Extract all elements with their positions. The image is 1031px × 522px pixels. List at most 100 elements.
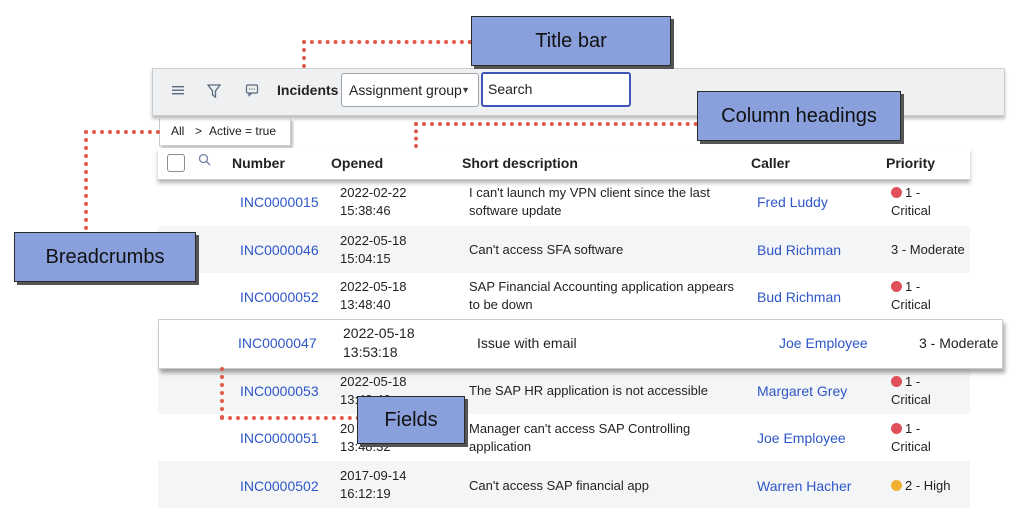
column-headings-callout-label: Column headings (721, 104, 877, 127)
column-short-description[interactable]: Short description (462, 155, 578, 171)
table-row[interactable]: INC0000047 2022-05-18 13:53:18 Issue wit… (158, 319, 1003, 369)
search-placeholder: Search (488, 81, 533, 97)
title-bar-connector (302, 40, 472, 44)
priority-label: Critical (891, 203, 931, 218)
priority: 1 - (891, 278, 920, 296)
chevron-down-icon: ▼ (461, 85, 470, 95)
caller-link[interactable]: Fred Luddy (757, 194, 828, 210)
column-number[interactable]: Number (232, 155, 285, 171)
priority-label: Critical (891, 297, 931, 312)
short-description: The SAP HR application is not accessible (469, 383, 708, 398)
short-description: Manager can't access SAP Controlling (469, 421, 691, 436)
filter-icon[interactable] (205, 83, 223, 101)
breadcrumbs-callout-label: Breadcrumbs (45, 245, 165, 268)
table-row[interactable]: INC0000052 2022-05-18 13:48:40 SAP Finan… (158, 273, 970, 320)
priority-value: 3 - Moderate (891, 242, 965, 257)
column-headings-connector (414, 122, 418, 148)
short-description-cont: to be down (469, 297, 533, 312)
short-description-cont: software update (469, 203, 562, 218)
priority-value: 3 - Moderate (919, 335, 999, 351)
fields-callout-label: Fields (384, 408, 438, 431)
comment-icon[interactable] (243, 83, 261, 101)
caller-link[interactable]: Warren Hacher (757, 478, 852, 494)
table-row[interactable]: INC0000015 2022-02-22 15:38:46 I can't l… (158, 179, 970, 226)
column-caller[interactable]: Caller (751, 155, 790, 171)
priority-value: 2 - High (905, 478, 951, 493)
incident-number[interactable]: INC0000502 (240, 478, 319, 494)
opened-date: 20 (340, 421, 355, 436)
critical-dot-icon (891, 423, 902, 434)
table-row[interactable]: INC0000051 20 13:48:32 Manager can't acc… (158, 414, 970, 461)
opened-date: 2022-05-18 (340, 279, 407, 294)
opened-date: 2022-05-18 (343, 325, 415, 341)
field-select-value: Assignment group (349, 82, 462, 98)
short-description: Can't access SAP financial app (469, 478, 650, 493)
breadcrumbs-callout: Breadcrumbs (14, 232, 196, 282)
priority-value: 1 - (905, 185, 921, 200)
incident-number[interactable]: INC0000015 (240, 194, 319, 210)
field-select[interactable]: Assignment group ▼ (341, 73, 479, 107)
breadcrumb: All > Active = true (159, 119, 291, 146)
opened-time: 13:48:40 (340, 297, 391, 312)
select-all-checkbox[interactable] (167, 154, 185, 172)
short-description: I can't launch my VPN client since the l… (469, 185, 710, 200)
opened-time: 13:53:18 (343, 344, 398, 360)
table-row[interactable]: INC0000502 2017-09-14 16:12:19 Can't acc… (158, 461, 970, 508)
caller-link[interactable]: Joe Employee (779, 335, 868, 351)
priority: 2 - High (891, 477, 951, 495)
short-description: Issue with email (477, 335, 577, 351)
opened-time: 15:38:46 (340, 203, 391, 218)
column-priority[interactable]: Priority (886, 155, 936, 171)
priority: 1 - (891, 184, 920, 202)
priority: 1 - (891, 420, 920, 438)
priority-label: Critical (891, 439, 931, 454)
priority-value: 1 - (905, 279, 921, 294)
fields-connector (220, 416, 360, 420)
incident-number[interactable]: INC0000052 (240, 289, 319, 305)
short-description-cont: application (469, 439, 532, 454)
critical-dot-icon (891, 376, 902, 387)
search-icon[interactable] (198, 153, 211, 169)
column-opened[interactable]: Opened (331, 155, 384, 171)
priority-value: 1 - (905, 374, 921, 389)
column-headings-connector (414, 122, 698, 126)
search-input[interactable]: Search (481, 72, 631, 107)
opened-date: 2017-09-14 (340, 468, 407, 483)
opened-date: 2022-05-18 (340, 233, 407, 248)
priority-value: 1 - (905, 421, 921, 436)
priority-label: Critical (891, 392, 931, 407)
breadcrumbs-connector (84, 130, 88, 230)
fields-connector (220, 367, 224, 419)
opened-date: 2022-05-18 (340, 374, 407, 389)
priority: 1 - (891, 373, 920, 391)
critical-dot-icon (891, 281, 902, 292)
incident-number[interactable]: INC0000053 (240, 383, 319, 399)
title-bar-callout: Title bar (471, 16, 671, 66)
column-headings-callout: Column headings (697, 91, 901, 141)
short-description: Can't access SFA software (469, 242, 624, 257)
incident-number[interactable]: INC0000046 (240, 242, 319, 258)
list-title: Incidents (277, 82, 339, 98)
title-bar-callout-label: Title bar (535, 29, 607, 52)
fields-callout: Fields (357, 396, 465, 444)
opened-time: 16:12:19 (340, 486, 391, 501)
column-headings: Number Opened Short description Caller P… (158, 148, 970, 180)
caller-link[interactable]: Margaret Grey (757, 383, 848, 399)
breadcrumb-all[interactable]: All (171, 124, 185, 138)
incident-number[interactable]: INC0000047 (238, 335, 317, 351)
breadcrumb-separator: > (195, 124, 203, 138)
table-row[interactable]: INC0000046 2022-05-18 15:04:15 Can't acc… (158, 226, 970, 273)
menu-icon[interactable] (169, 83, 187, 101)
title-bar-connector (302, 40, 306, 68)
incident-number[interactable]: INC0000051 (240, 430, 319, 446)
breadcrumb-condition[interactable]: Active = true (209, 124, 277, 138)
high-dot-icon (891, 480, 902, 491)
breadcrumbs-connector (84, 130, 160, 134)
critical-dot-icon (891, 187, 902, 198)
caller-link[interactable]: Bud Richman (757, 242, 842, 258)
opened-date: 2022-02-22 (340, 185, 407, 200)
short-description: SAP Financial Accounting application app… (469, 279, 734, 294)
caller-link[interactable]: Joe Employee (757, 430, 846, 446)
table-row[interactable]: INC0000053 2022-05-18 13:48:46 The SAP H… (158, 367, 970, 414)
caller-link[interactable]: Bud Richman (757, 289, 842, 305)
